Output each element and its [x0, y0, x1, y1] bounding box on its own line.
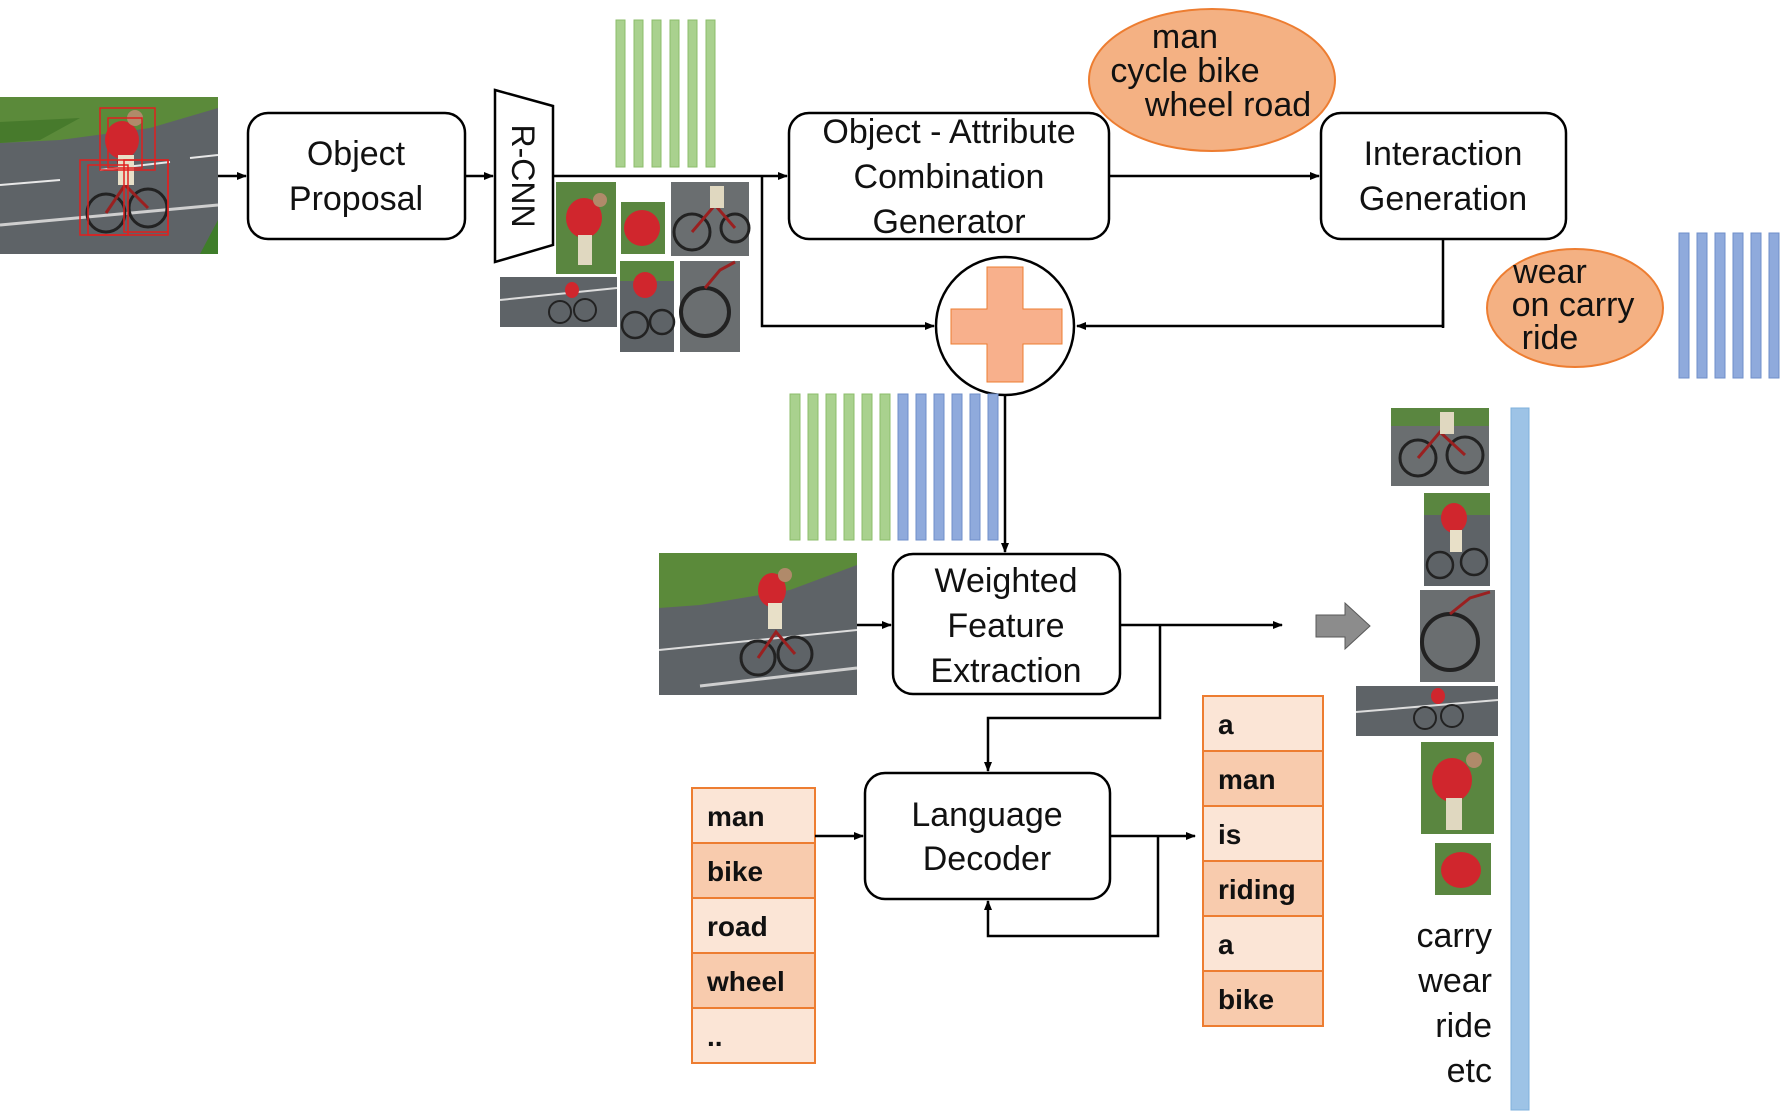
input-word: wheel	[706, 966, 785, 997]
decoder-label-2: Decoder	[923, 840, 1052, 878]
combined-feature-bars	[789, 393, 999, 541]
verb-list: carry wear ride etc	[1416, 917, 1492, 1090]
output-word: a	[1218, 929, 1234, 960]
wfe-label-2: Feature	[947, 607, 1064, 645]
oac-label-1: Object - Attribute	[822, 113, 1075, 151]
object-proposal-box: Object Proposal	[246, 111, 467, 241]
rcnn-label: R-CNN	[505, 124, 541, 227]
thumb-person	[1421, 742, 1494, 834]
interaction-label-1: Interaction	[1364, 135, 1523, 173]
interaction-label-2: Generation	[1359, 180, 1527, 218]
output-word: a	[1218, 709, 1234, 740]
region-crops	[499, 182, 751, 352]
output-word: riding	[1218, 874, 1296, 905]
wfe-label-1: Weighted	[934, 562, 1077, 600]
crop-bike-rear	[671, 182, 751, 256]
decoder-label-1: Language	[911, 796, 1062, 834]
weighted-feature-extraction-box: Weighted Feature Extraction	[891, 552, 1122, 696]
wfe-label-3: Extraction	[930, 652, 1081, 690]
crop-person-bike	[620, 261, 676, 352]
interactions-oval: wear on carry ride	[1486, 248, 1664, 368]
output-word-list: a man is riding a bike	[1202, 695, 1324, 1027]
thumb-person-bike	[1424, 493, 1490, 586]
oac-label-3: Generator	[872, 203, 1025, 241]
connectors	[218, 172, 1445, 938]
thumb-backpack	[1435, 843, 1491, 895]
object-proposal-label-1: Object	[307, 135, 406, 173]
input-word-list: man bike road wheel ..	[691, 787, 816, 1064]
verb-feature-bar	[1510, 407, 1530, 1111]
input-word: ..	[707, 1021, 723, 1052]
thumb-bike	[1391, 408, 1489, 486]
object-feature-bars	[615, 19, 716, 168]
objects-oval-line-2: cycle bike	[1110, 52, 1259, 90]
verb-item: ride	[1435, 1007, 1492, 1045]
oac-label-2: Combination	[854, 158, 1045, 196]
crop-road-scene	[499, 277, 618, 327]
crop-wheel	[679, 260, 740, 352]
verb-item: carry	[1416, 917, 1492, 955]
language-decoder-box: Language Decoder	[863, 771, 1112, 901]
interactions-oval-line-3: ride	[1522, 319, 1579, 357]
input-word: man	[707, 801, 765, 832]
objects-oval-line-3: wheel road	[1144, 86, 1311, 124]
wfe-input-photo	[659, 553, 857, 695]
interaction-feature-bars	[1678, 232, 1780, 379]
weighted-region-thumbnails	[1355, 408, 1499, 895]
output-word: is	[1218, 819, 1241, 850]
input-photo	[0, 97, 218, 254]
fusion-plus	[934, 255, 1076, 397]
verb-item: wear	[1417, 962, 1492, 1000]
object-proposal-label-2: Proposal	[289, 180, 423, 218]
rcnn-block: R-CNN	[493, 88, 555, 264]
crop-backpack-1	[621, 202, 665, 254]
thumb-wheel	[1420, 590, 1495, 682]
input-word: road	[707, 911, 768, 942]
interactions-oval-line-1: wear	[1512, 253, 1587, 291]
objects-oval: man cycle bike wheel road	[1088, 8, 1336, 152]
crop-person-1	[556, 182, 616, 274]
plus-icon	[950, 266, 1063, 383]
interactions-oval-line-2: on carry	[1512, 286, 1635, 324]
verb-item: etc	[1447, 1052, 1492, 1090]
output-word: man	[1218, 764, 1276, 795]
interaction-generation-box: Interaction Generation	[1319, 111, 1568, 241]
input-word: bike	[707, 856, 763, 887]
oac-generator-box: Object - Attribute Combination Generator	[787, 111, 1111, 241]
thumb-road	[1355, 686, 1499, 736]
gray-arrow-icon	[1315, 601, 1371, 651]
output-word: bike	[1218, 984, 1274, 1015]
objects-oval-line-1: man	[1152, 18, 1218, 56]
